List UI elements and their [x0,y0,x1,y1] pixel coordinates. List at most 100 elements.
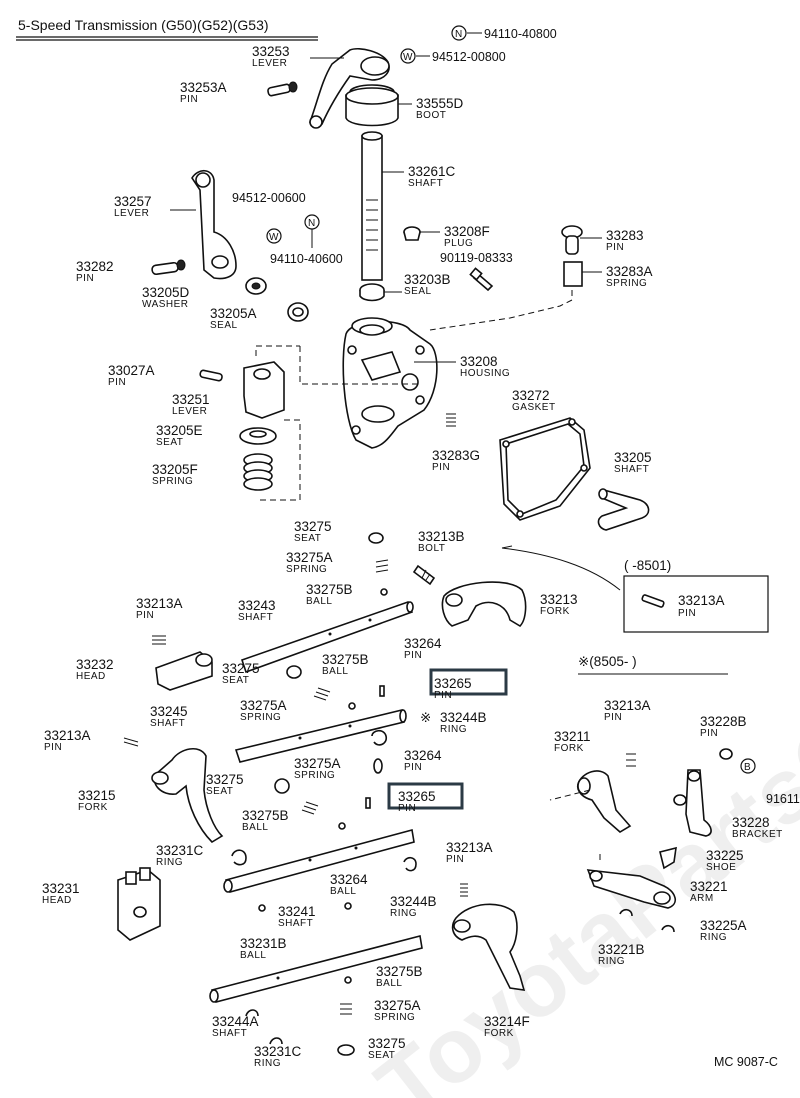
callout-label: SHAFT [150,718,185,729]
seal-33203b-drawing [359,283,385,302]
callout-label: BRACKET [732,829,783,840]
callout-number: 33275 [294,519,332,534]
callout-number: 90119-08333 [440,251,513,265]
callout-label: SEAT [294,533,321,544]
callout-label: SPRING [606,278,647,289]
callout-90119-08333[interactable]: 90119-08333 [440,251,513,265]
callout-label: SHAFT [408,178,443,189]
callout-94512-00600[interactable]: 94512-00600 [232,191,306,205]
fork-33214f-drawing [451,903,526,991]
callout-label: LEVER [172,406,207,417]
callout-91611-60850[interactable]: 91611-60850 [766,792,800,806]
callout-number: 33282 [76,259,114,274]
callout-number: 33264 [404,748,442,763]
callout-label: PLUG [444,238,473,249]
callout-number: 33275A [240,698,287,713]
head-33232-drawing [155,651,213,691]
svg-text:W: W [403,52,413,63]
callout-number: 33205 [614,450,652,465]
spring-33205f-drawing [243,453,273,491]
detent-bottom-drawing [337,976,355,1056]
callout-label: BALL [330,886,356,897]
highlight-33265-a[interactable] [429,668,508,696]
callout-number: 33211 [554,729,591,744]
callout-number: 33244B [390,894,437,909]
highlight-33265-b[interactable] [387,782,464,810]
callout-number: 33221B [598,942,645,957]
callout-94110-40600[interactable]: 94110-40600 [270,252,343,266]
fork-33215-drawing [151,748,224,844]
ring-33231c-lower-drawing [269,1037,283,1045]
callout-label: PIN [108,377,126,388]
callout-label: HEAD [76,671,106,682]
callout-number: 33257 [114,194,152,209]
pin-33264-drawing [373,758,383,774]
callout-label: PIN [398,803,416,814]
